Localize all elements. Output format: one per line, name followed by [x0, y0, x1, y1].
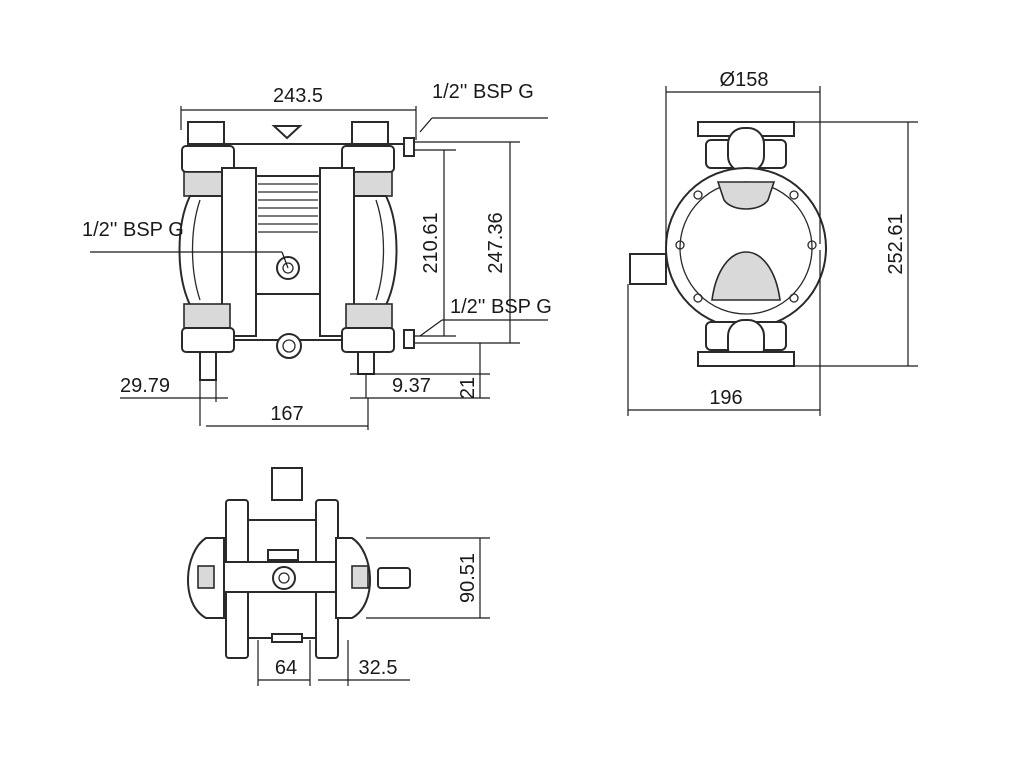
side-view-dimensions [627, 86, 918, 416]
dimension-side-width: 196 [709, 387, 742, 409]
top-view [187, 467, 411, 659]
dimension-foot-offset: 9.37 [392, 375, 431, 397]
foot-right [357, 351, 375, 375]
dimension-foot-span: 167 [270, 403, 303, 425]
dimension-height-outer: 247.36 [485, 212, 507, 273]
dimension-width-top: 243.5 [273, 85, 323, 107]
center-block-ribs [258, 183, 318, 233]
top-flange-right [351, 121, 389, 145]
front-view-dimensions [90, 106, 548, 430]
dimension-side-height: 252.61 [885, 213, 907, 274]
dimension-foot-left: 29.79 [120, 375, 170, 397]
dimension-top-height: 90.51 [457, 553, 479, 603]
dimension-top-side-width: 32.5 [359, 657, 398, 679]
dimension-height-inner: 210.61 [420, 212, 442, 273]
side-bottom-flange [697, 351, 795, 367]
dimension-top-center-width: 64 [275, 657, 297, 679]
top-view-dimensions [257, 537, 490, 686]
arrow-icon [271, 125, 303, 140]
port-top-fitting [403, 137, 415, 157]
top-view-air-inlet [271, 467, 303, 501]
top-view-outlet [377, 567, 411, 589]
left-cover [178, 195, 223, 306]
side-view [629, 121, 827, 367]
right-cover [353, 195, 398, 306]
front-view [178, 121, 415, 398]
side-air-inlet [629, 253, 667, 285]
dimension-diameter: Ø158 [720, 69, 769, 91]
top-view-center-port [272, 566, 296, 590]
top-flange-left [187, 121, 225, 145]
label-port-bottom: 1/2'' BSP G [450, 296, 552, 318]
label-port-center: 1/2'' BSP G [82, 219, 184, 241]
foot-left [199, 351, 217, 381]
bottom-port [276, 333, 302, 359]
label-port-top: 1/2'' BSP G [432, 81, 534, 103]
port-bottom-fitting [403, 329, 415, 349]
dimension-foot-height: 21 [457, 377, 479, 399]
